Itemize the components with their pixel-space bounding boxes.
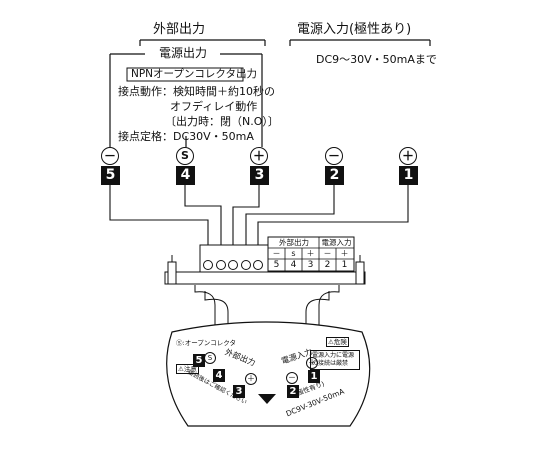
npn-title: NPNオープンコレクタ出力 xyxy=(131,68,257,80)
plate-num-4: 4 xyxy=(215,370,223,381)
terminal-1-number: 1 xyxy=(399,166,418,185)
power-input-spec: DC9～30V・50mAまで xyxy=(316,53,437,66)
plate-num-5: 5 xyxy=(195,355,203,366)
npn-line-1: 接点動作：検知時間＋約10秒の xyxy=(118,85,275,98)
group-power-output: 電源出力 xyxy=(156,45,211,61)
block-number-row: 5 4 3 2 1 xyxy=(273,260,348,270)
terminal-2-symbol: － xyxy=(325,147,343,165)
terminal-1-symbol: ＋ xyxy=(399,147,417,165)
plate-sym-s: S xyxy=(204,352,216,364)
terminal-2-number: 2 xyxy=(325,166,344,185)
block-header-power: 電源入力 xyxy=(321,238,352,247)
block-header-external: 外部出力 xyxy=(279,238,309,247)
terminal-5-number: 5 xyxy=(101,166,120,185)
terminal-3-number: 3 xyxy=(250,166,269,185)
plate-sym-plus-1: ＋ xyxy=(306,357,318,369)
terminal-3-symbol: ＋ xyxy=(250,147,268,165)
group-external-output: 外部出力 xyxy=(153,22,206,37)
terminal-4-symbol: S xyxy=(176,147,194,165)
npn-line-3: 〔出力時：閉（N.O）〕 xyxy=(165,115,279,128)
terminal-4-number: 4 xyxy=(176,166,195,185)
group-power-input: 電源入力(極性あり) xyxy=(297,22,412,37)
npn-line-4: 接点定格：DC30V・50mA xyxy=(118,130,254,143)
plate-num-2: 2 xyxy=(289,386,297,397)
block-symbol-row: － s ＋ － ＋ xyxy=(272,249,349,258)
npn-line-2: オフディレイ動作 xyxy=(170,100,258,113)
plate-caution: ⚠注意 xyxy=(176,364,199,374)
npn-spec: 接点動作：検知時間＋約10秒の オフディレイ動作 〔出力時：閉（N.O）〕 接点… xyxy=(118,84,279,144)
plate-num-3: 3 xyxy=(235,386,243,397)
plate-num-1: 1 xyxy=(310,371,318,382)
terminal-5-symbol: － xyxy=(101,147,119,165)
plate-sym-plus-3: ＋ xyxy=(245,373,257,385)
plate-sym-minus-2: － xyxy=(286,372,298,384)
plate-danger: ⚠危険 xyxy=(326,337,349,347)
plate-open-collector: Ⓢ:オープンコレクタ xyxy=(176,339,237,347)
